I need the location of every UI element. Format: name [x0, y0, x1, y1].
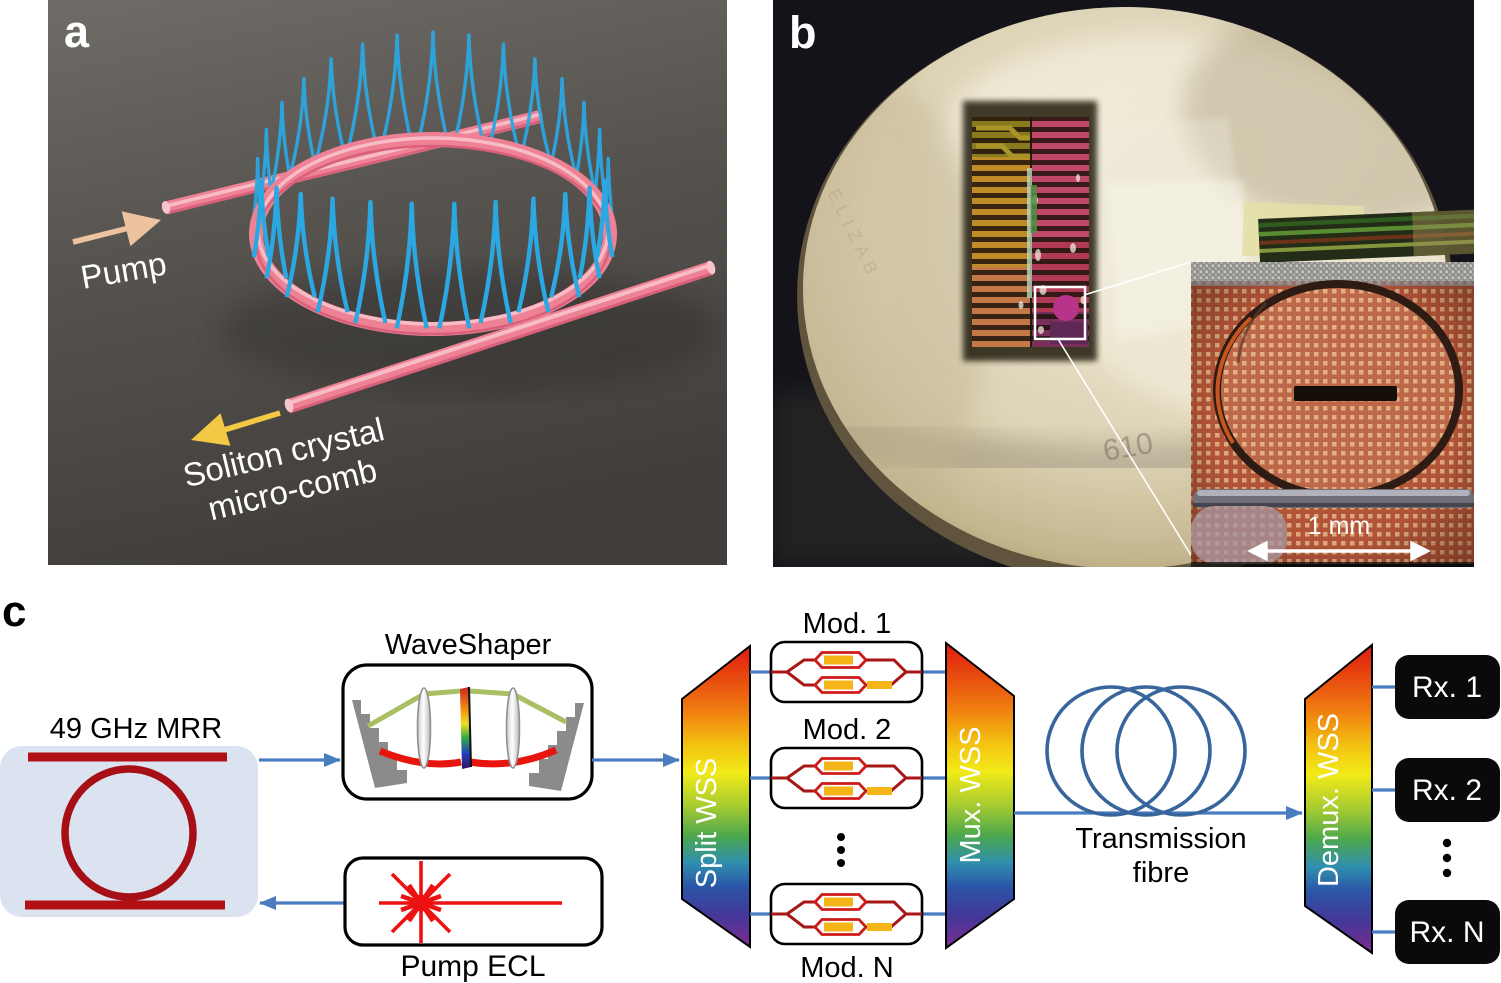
svg-text:Rx. N: Rx. N — [1410, 916, 1485, 949]
svg-text:1 mm: 1 mm — [1308, 512, 1371, 540]
svg-text:Mux. WSS: Mux. WSS — [955, 727, 987, 864]
svg-text:Mod. N: Mod. N — [800, 952, 893, 983]
svg-text:Pump ECL: Pump ECL — [400, 950, 545, 983]
svg-text:Demux. WSS: Demux. WSS — [1313, 713, 1345, 887]
svg-text:b: b — [789, 7, 817, 58]
svg-text:Split WSS: Split WSS — [691, 758, 723, 889]
svg-text:a: a — [64, 6, 90, 57]
svg-text:c: c — [2, 587, 26, 636]
svg-text:Rx. 1: Rx. 1 — [1412, 671, 1482, 704]
svg-text:Transmission: Transmission — [1075, 823, 1246, 855]
svg-text:Mod. 1: Mod. 1 — [803, 608, 892, 640]
svg-text:49 GHz MRR: 49 GHz MRR — [50, 713, 222, 745]
svg-text:fibre: fibre — [1133, 857, 1189, 889]
svg-text:Mod. 2: Mod. 2 — [803, 714, 892, 746]
svg-text:Rx. 2: Rx. 2 — [1412, 774, 1482, 807]
svg-text:WaveShaper: WaveShaper — [385, 629, 552, 661]
